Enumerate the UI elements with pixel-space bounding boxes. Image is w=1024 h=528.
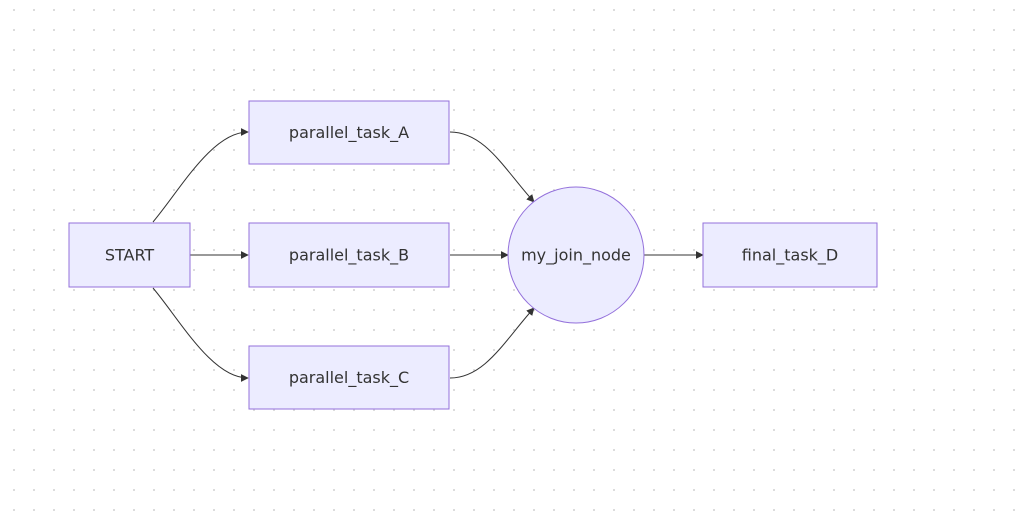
node-final-task-d-box (702, 222, 878, 288)
node-my-join-node-circle (507, 186, 645, 324)
node-my-join-node[interactable]: my_join_node (507, 186, 645, 324)
edge-task-c-to-join (449, 307, 535, 379)
node-start-label: START (105, 246, 155, 265)
node-parallel-task-b-box (248, 222, 450, 288)
node-parallel-task-c[interactable]: parallel_task_C (248, 345, 450, 410)
node-start[interactable]: START (68, 222, 191, 288)
node-parallel-task-b[interactable]: parallel_task_B (248, 222, 450, 288)
edge-start-to-task-c (152, 287, 249, 382)
node-parallel-task-a-label: parallel_task_A (289, 123, 409, 143)
node-parallel-task-b-label: parallel_task_B (289, 246, 409, 266)
node-final-task-d[interactable]: final_task_D (702, 222, 878, 288)
node-parallel-task-a[interactable]: parallel_task_A (248, 100, 450, 165)
edge-start-to-task-a (152, 128, 249, 223)
node-my-join-node-label: my_join_node (521, 246, 631, 266)
edges (152, 128, 704, 382)
node-parallel-task-c-box (248, 345, 450, 410)
edge-task-a-to-join (449, 131, 535, 203)
node-final-task-d-label: final_task_D (742, 246, 838, 266)
node-parallel-task-c-label: parallel_task_C (289, 368, 409, 388)
node-parallel-task-a-box (248, 100, 450, 165)
node-start-box (68, 222, 191, 288)
